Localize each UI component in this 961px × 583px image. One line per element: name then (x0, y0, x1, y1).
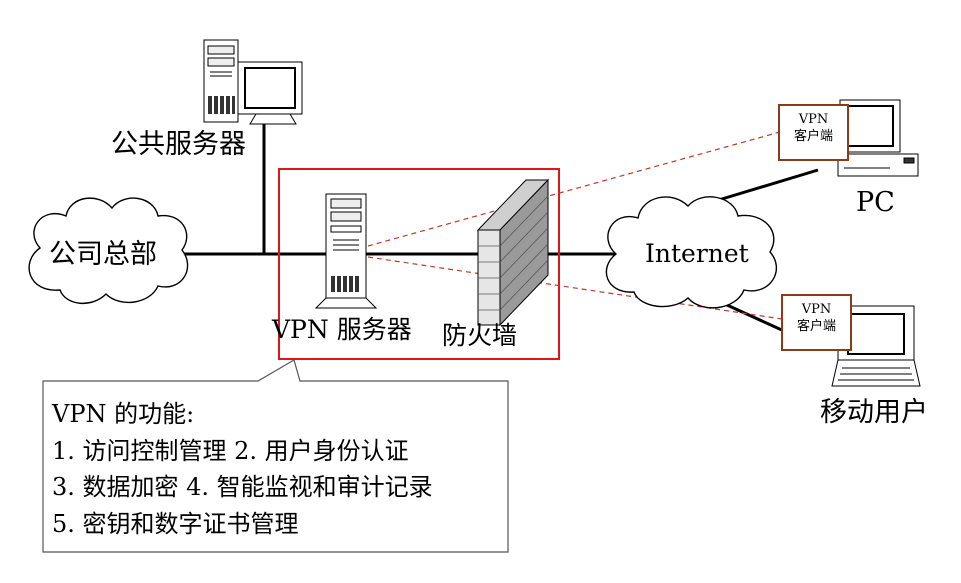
callout-line-1: 1. 访问控制管理 2. 用户身份认证 (52, 436, 409, 465)
headquarters-label: 公司总部 (49, 239, 157, 270)
callout-text: VPN 的功能: 1. 访问控制管理 2. 用户身份认证 3. 数据加密 4. … (52, 396, 433, 542)
public-servers-label: 公共服务器 (111, 129, 246, 160)
vpn-client-box-line1: VPN (798, 112, 829, 127)
internet-cloud-icon (605, 196, 778, 309)
firewall-label: 防火墙 (442, 321, 518, 350)
vpn-server-label: VPN 服务器 (272, 315, 412, 344)
vpn-gateway-highlight (278, 168, 560, 360)
internet-label: Internet (645, 239, 749, 268)
vpn-client-box-pc: VPN 客户端 (778, 104, 849, 161)
public-server-tower-icon (203, 39, 239, 123)
callout-bubble (42, 359, 509, 553)
vpn-client-box-line2: 客户端 (796, 319, 836, 334)
mobile-user-label: 移动用户 (820, 397, 928, 428)
pc-label: PC (856, 187, 895, 218)
vpn-tunnels (367, 131, 783, 320)
public-server-monitor-icon (237, 61, 303, 125)
vpn-client-box-line2: 客户端 (793, 129, 833, 144)
firewall-icon (476, 178, 550, 327)
vpn-client-box-line1: VPN (801, 302, 832, 317)
link-internet-pc (711, 168, 819, 204)
vpn-server-tower-icon (314, 193, 378, 309)
headquarters-cloud-icon (28, 197, 189, 304)
pc-icon (837, 99, 919, 177)
callout-title: VPN 的功能: (52, 400, 195, 428)
tunnel-to-laptop (367, 256, 783, 320)
callout-line-3: 5. 密钥和数字证书管理 (52, 509, 299, 538)
vpn-client-box-laptop: VPN 客户端 (781, 294, 852, 351)
callout-line-2: 3. 数据加密 4. 智能监视和审计记录 (52, 473, 433, 501)
